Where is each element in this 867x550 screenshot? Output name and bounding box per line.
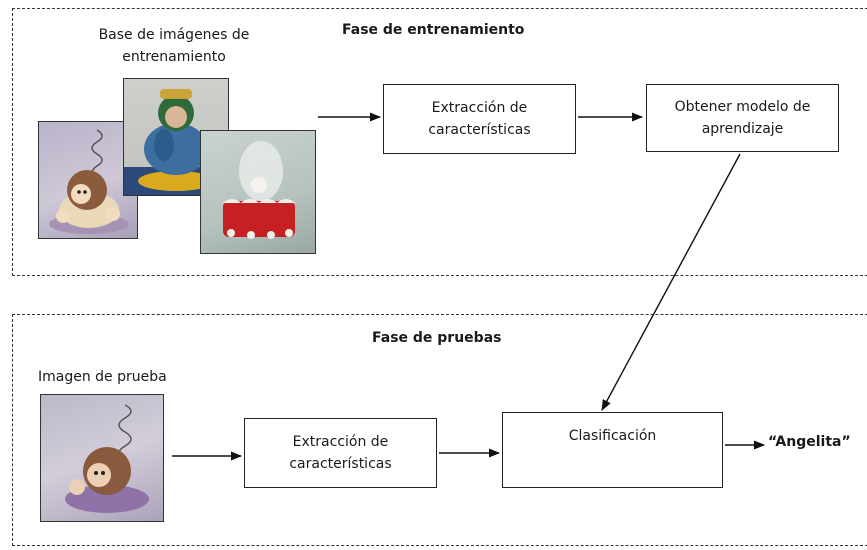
- testing-phase-frame: [12, 314, 867, 546]
- test-image-caption: Imagen de prueba: [38, 369, 167, 385]
- learning-model-box: Obtener modelo de aprendizaje: [646, 84, 839, 152]
- training-photo-figurine-1: [38, 121, 138, 239]
- testing-feature-extraction-box: Extracción de características: [244, 418, 437, 488]
- figurine-illustration: [65, 404, 149, 513]
- figurine-illustration: [124, 89, 228, 195]
- training-feature-extraction-box: Extracción de características: [383, 84, 576, 154]
- figurine-illustration: [223, 141, 295, 239]
- testing-phase-title: Fase de pruebas: [372, 330, 502, 346]
- training-images-caption: Base de imágenes de entrenamiento: [98, 27, 250, 65]
- training-photo-figurine-3: [200, 130, 316, 254]
- figurine-illustration: [49, 129, 129, 234]
- training-phase-title: Fase de entrenamiento: [342, 22, 525, 38]
- test-photo-figurine: [40, 394, 164, 522]
- classification-box: Clasificación: [502, 412, 723, 488]
- training-phase-frame: [12, 8, 867, 276]
- classification-result: “Angelita”: [768, 434, 851, 450]
